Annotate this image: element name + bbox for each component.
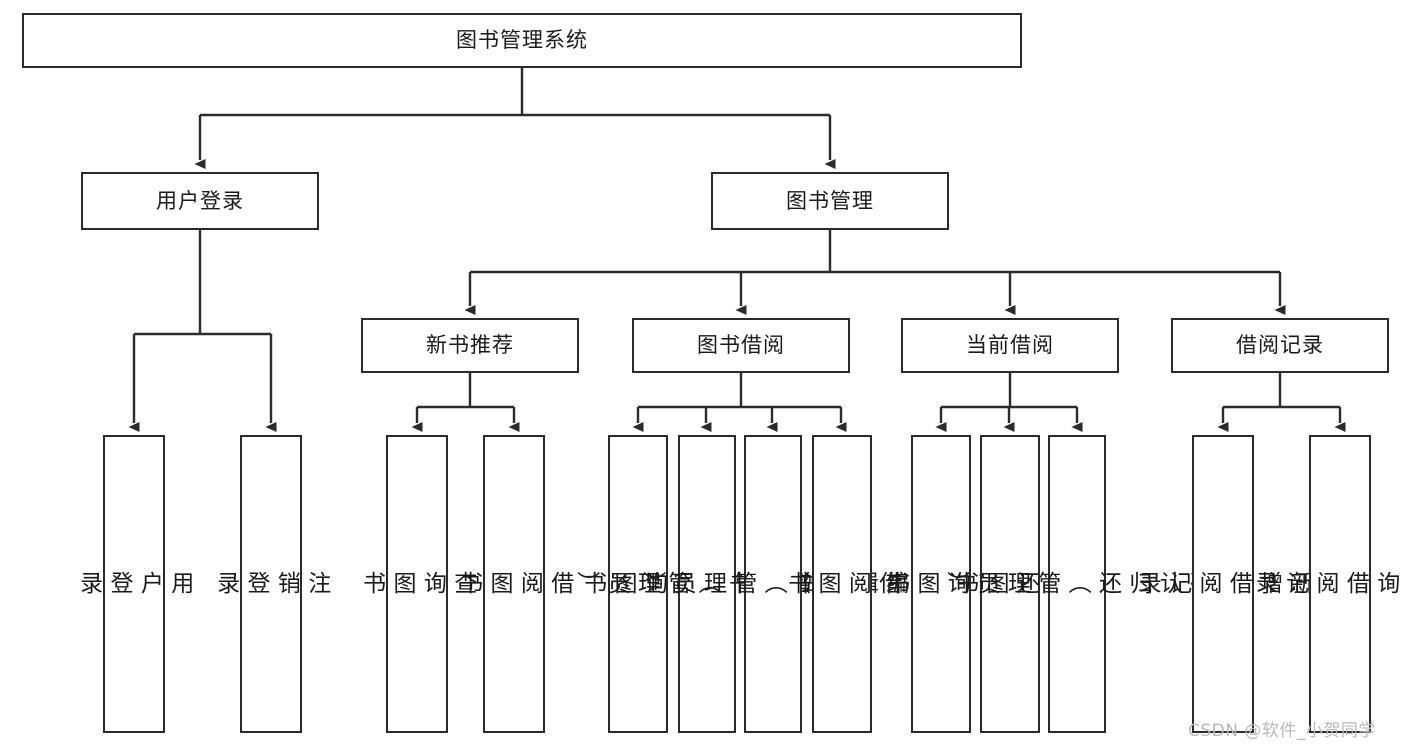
node-current-borrow[interactable]: 当前借阅 (901, 318, 1119, 373)
node-user-login[interactable]: 用户登录 (81, 172, 319, 230)
leaf-return-book[interactable]: 归还图书 (952, 435, 1069, 733)
leaf-logout[interactable]: 注销登录 (213, 435, 330, 733)
leaf-label: 借阅图书 (783, 571, 901, 597)
leaf-borrow-book-2[interactable]: 借阅图书 (784, 435, 901, 733)
leaf-query-record[interactable]: 查询借阅记录 (1251, 435, 1405, 733)
leaf-user-login[interactable]: 用户登录 (76, 435, 193, 733)
leaf-borrow-book-1[interactable]: 借阅图书 (456, 435, 573, 733)
leaf-add-record[interactable]: 新增借阅记录 (1134, 435, 1312, 733)
leaf-label: 查询图书 (358, 571, 476, 597)
leaf-confirm-return[interactable]: 确认归还（管理员） (943, 435, 1212, 733)
node-borrow-record[interactable]: 借阅记录 (1171, 318, 1389, 373)
leaf-label: 用户登录 (75, 571, 193, 597)
leaf-label: 新增借阅记录 (1134, 571, 1313, 597)
node-book-manage[interactable]: 图书管理 (711, 172, 949, 230)
leaf-label: 借阅图书 (455, 571, 573, 597)
leaf-label: 查询借阅记录 (1251, 571, 1405, 597)
node-root[interactable]: 图书管理系统 (22, 13, 1022, 68)
node-book-borrow[interactable]: 图书借阅 (632, 318, 850, 373)
node-new-book-recommend[interactable]: 新书推荐 (361, 318, 579, 373)
leaf-query-book-1[interactable]: 查询图书 (359, 435, 476, 733)
csdn-watermark: CSDN @软件_小贺同学 (1188, 721, 1376, 741)
leaf-label: 注销登录 (212, 571, 330, 597)
